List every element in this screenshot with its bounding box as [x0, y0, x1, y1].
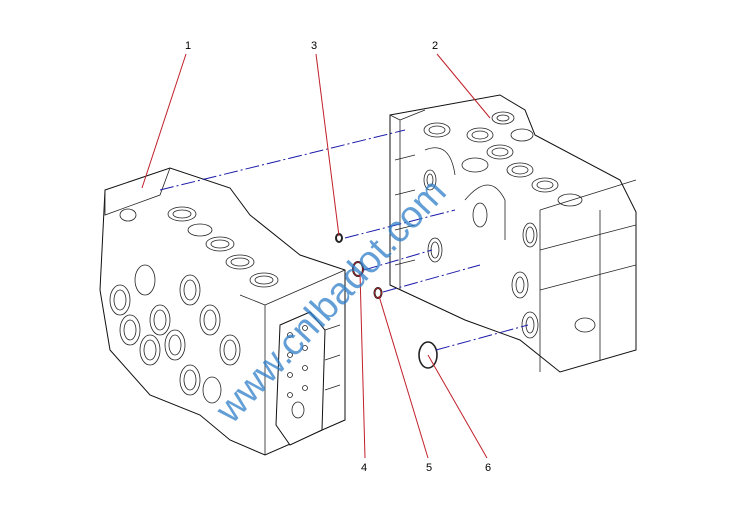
callout-6: 6	[485, 462, 491, 474]
valve-block-left	[99, 167, 346, 456]
leader-lines	[141, 53, 491, 459]
callout-1: 1	[185, 40, 191, 52]
valve-block-right	[389, 94, 637, 373]
o-ring-4	[352, 261, 364, 277]
callout-2: 2	[432, 40, 438, 52]
o-ring-5	[373, 287, 383, 299]
o-ring-6	[418, 341, 438, 369]
assembly-axis-lines	[159, 129, 529, 351]
callout-3: 3	[311, 40, 317, 52]
callout-5: 5	[426, 462, 432, 474]
callout-4: 4	[361, 462, 367, 474]
